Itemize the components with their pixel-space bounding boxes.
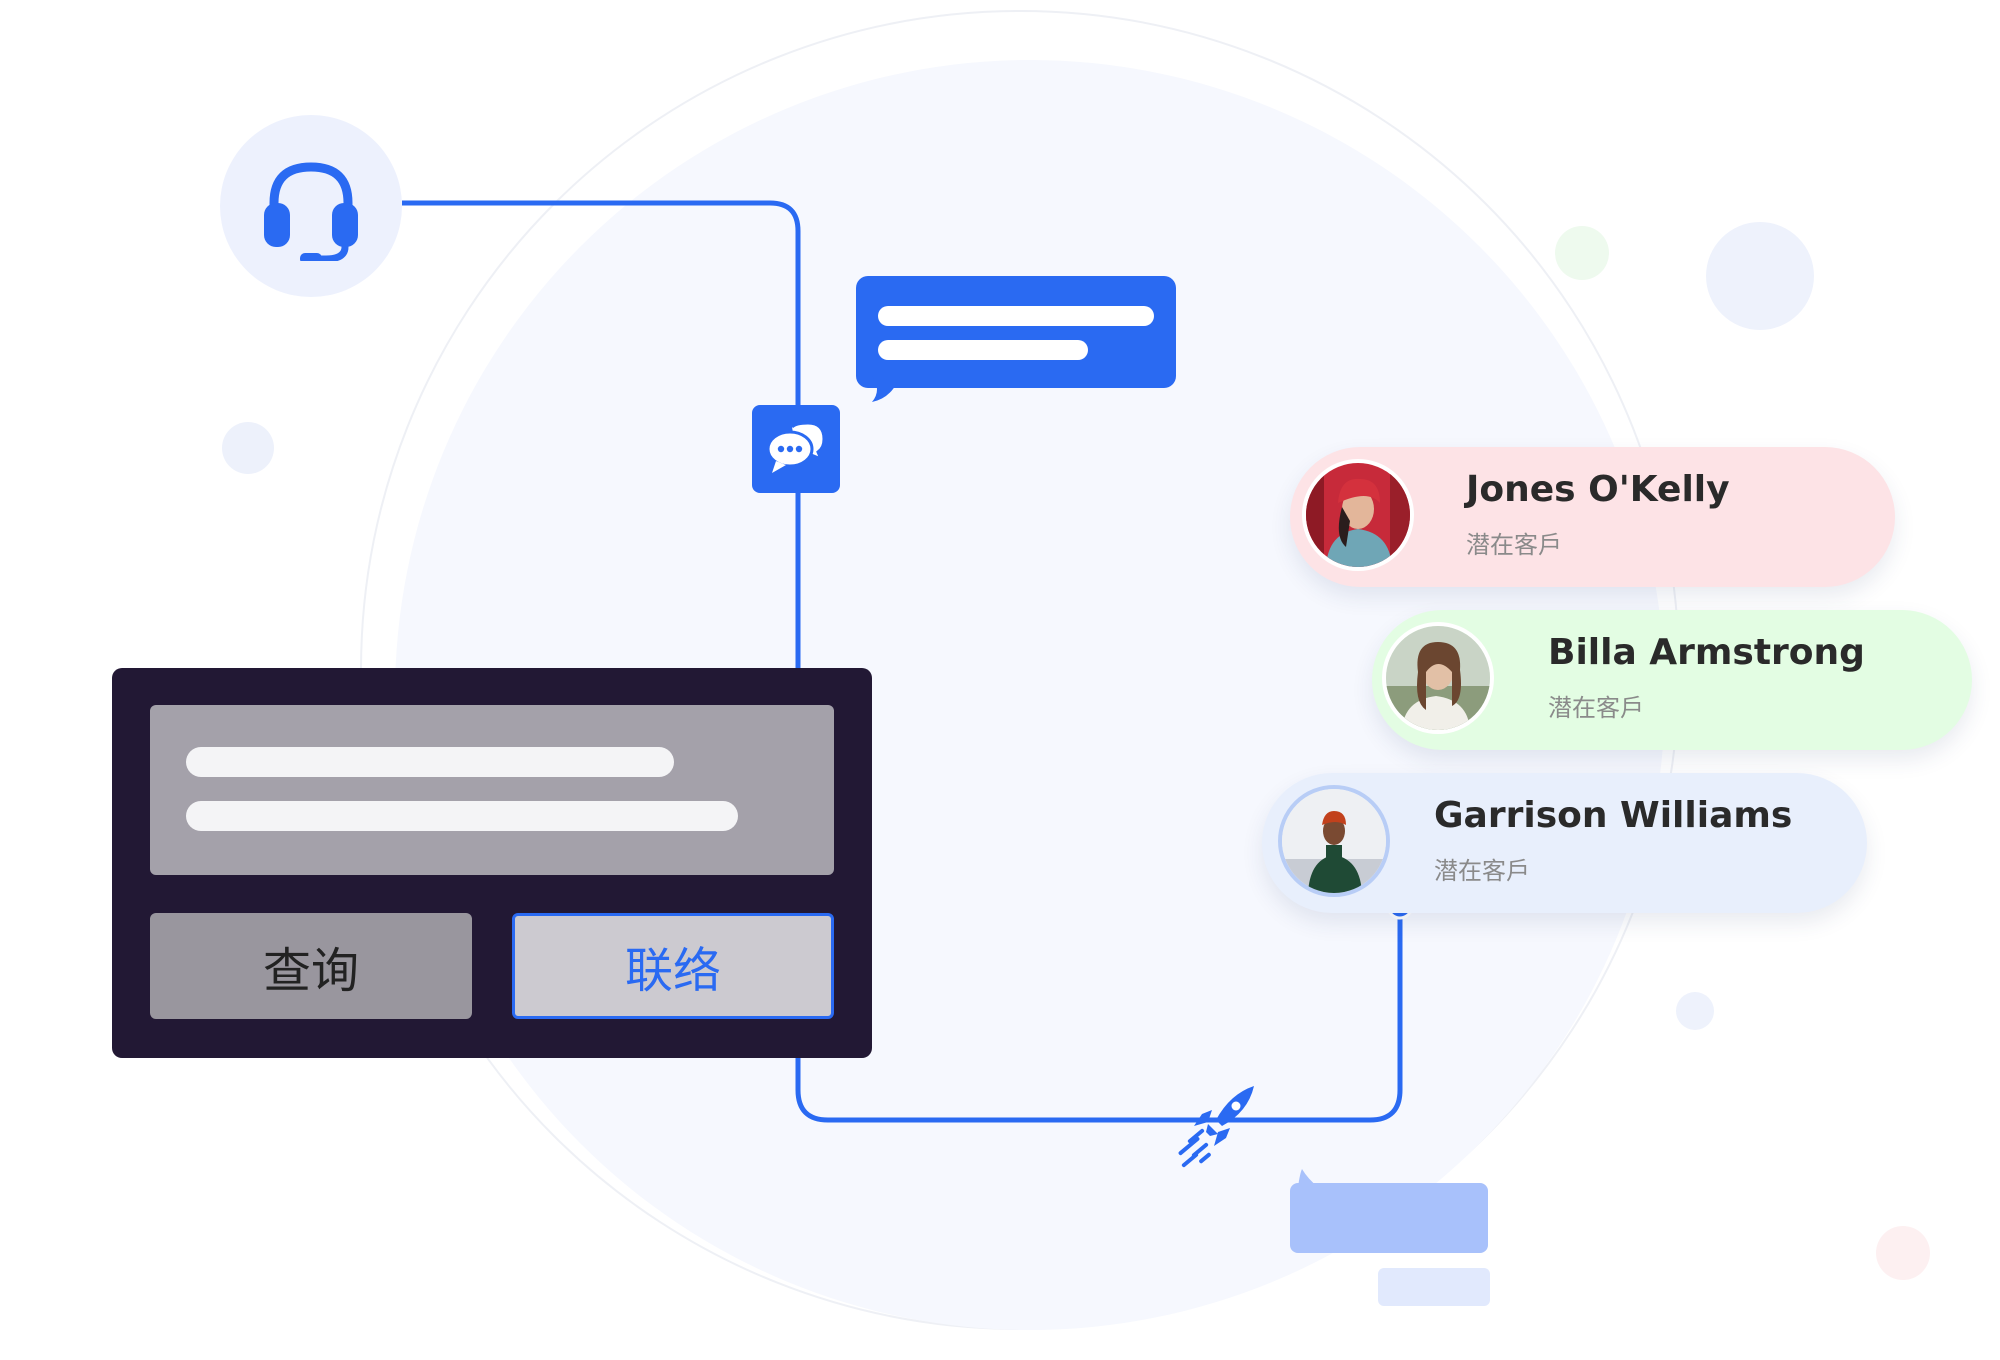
support-avatar[interactable] [220,115,402,297]
text-placeholder-line [186,801,738,831]
decor-dot [1676,992,1714,1030]
message-bubble-tail [872,376,900,402]
message-line [878,340,1088,360]
ghost-bubble-tail [1298,1169,1318,1187]
decor-dot [222,422,274,474]
headset-icon [264,162,358,261]
chat-bubbles-icon [766,421,826,473]
decor-dot [1555,226,1609,280]
decor-dot [1876,1226,1930,1280]
contact-name: Garrison Williams [1434,795,1793,836]
avatar [1382,622,1494,734]
contact-name: Jones O'Kelly [1466,469,1730,510]
chat-badge[interactable] [752,405,840,493]
rocket-icon [1178,1086,1254,1168]
contact-card[interactable]: Jones O'Kelly 潜在客戶 [1290,447,1895,587]
message-bubble [856,276,1176,402]
message-line [878,306,1154,326]
query-button[interactable]: 查询 [150,913,472,1019]
inquiry-panel: 查询 联络 [112,668,872,1058]
contact-status: 潜在客戶 [1466,531,1562,559]
ghost-message-bubble [1378,1268,1490,1306]
contact-name: Billa Armstrong [1548,632,1865,673]
contact-button[interactable]: 联络 [512,913,834,1019]
contact-card[interactable]: Billa Armstrong 潜在客戶 [1372,610,1972,750]
contact-card[interactable]: Garrison Williams 潜在客戶 [1262,773,1867,913]
ghost-message-bubble [1290,1169,1488,1253]
avatar [1302,459,1414,571]
text-preview-box [150,705,834,875]
avatar [1278,785,1390,897]
contact-status: 潜在客戶 [1548,694,1644,722]
decor-dot [1706,222,1814,330]
text-placeholder-line [186,747,674,777]
contact-status: 潜在客戶 [1434,857,1530,885]
